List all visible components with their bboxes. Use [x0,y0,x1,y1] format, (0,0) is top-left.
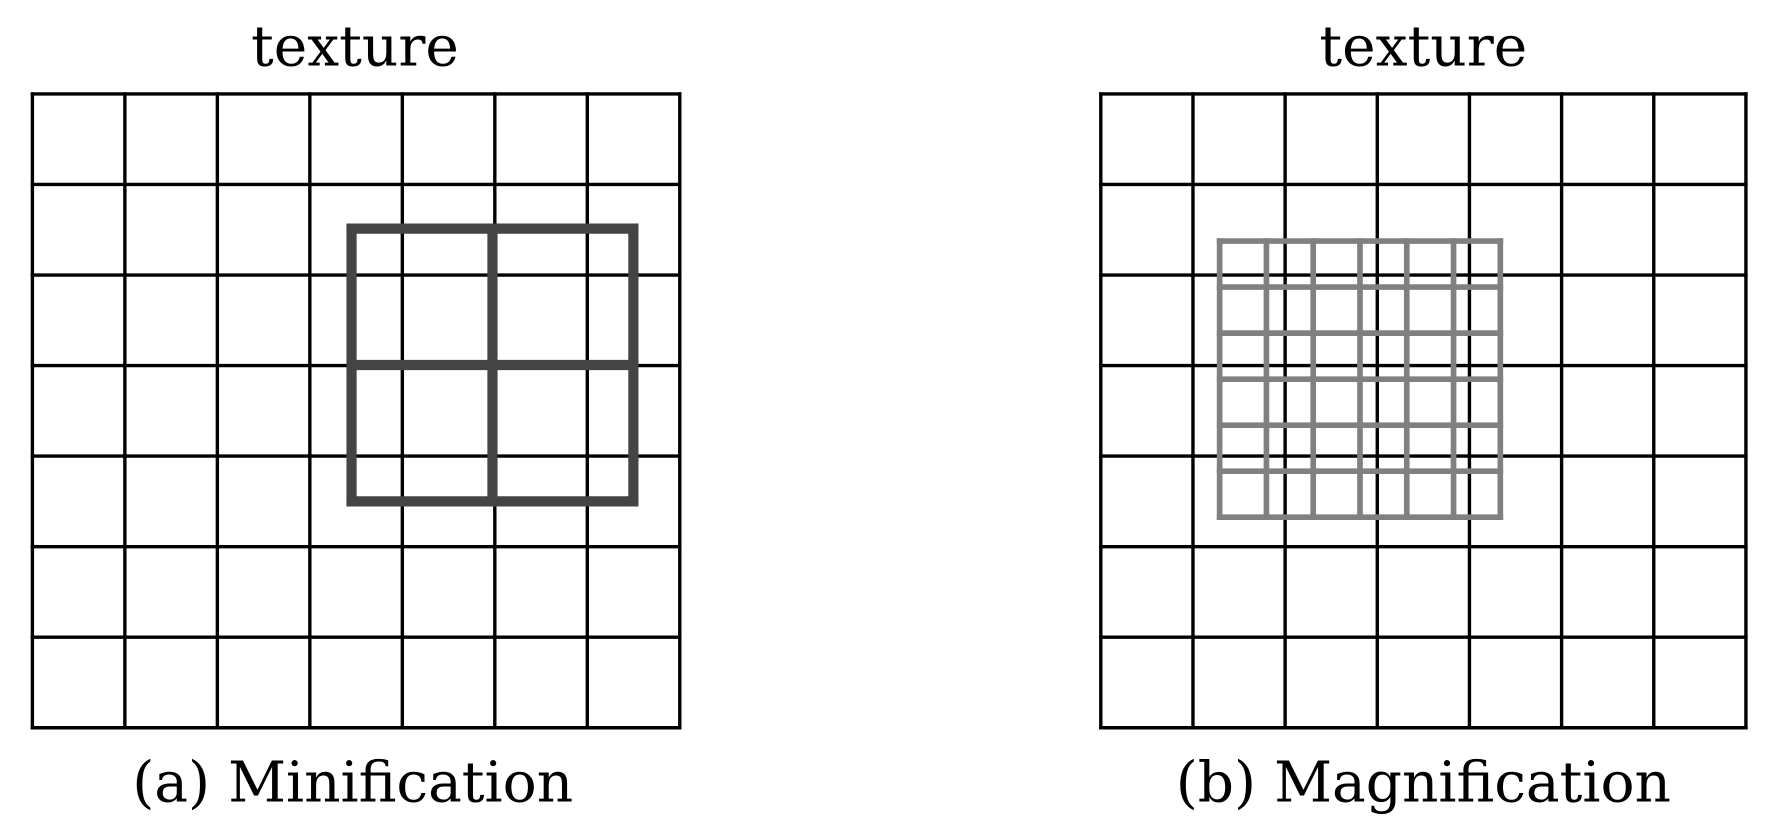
pixel-footprint-overlay [346,223,639,507]
panel-title: texture [1319,14,1527,80]
pixel-footprint-overlay [1216,238,1504,521]
panel-caption: (b) Magnification [1176,749,1671,815]
panel-title: texture [251,14,459,80]
panel-magnification: texture (b) Magnification [1099,14,1748,815]
panel-minification: texture (a) Minification [30,14,682,815]
texture-grid [1099,92,1748,730]
panel-caption: (a) Minification [132,749,573,815]
